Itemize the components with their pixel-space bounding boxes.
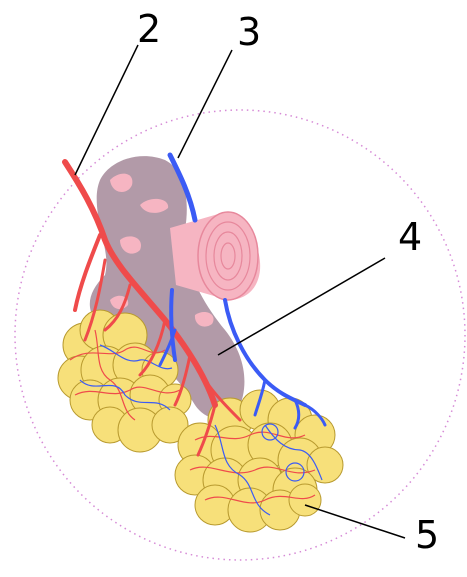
leader-line-2	[75, 45, 138, 175]
alveolar-sac-right	[175, 390, 343, 532]
label-2: 2	[137, 7, 161, 51]
leader-line-3	[178, 50, 232, 158]
label-5: 5	[415, 513, 439, 557]
label-4: 4	[398, 215, 422, 259]
label-3: 3	[237, 10, 261, 54]
bronchus-cross-section	[170, 212, 260, 300]
leader-line-5	[305, 505, 405, 538]
